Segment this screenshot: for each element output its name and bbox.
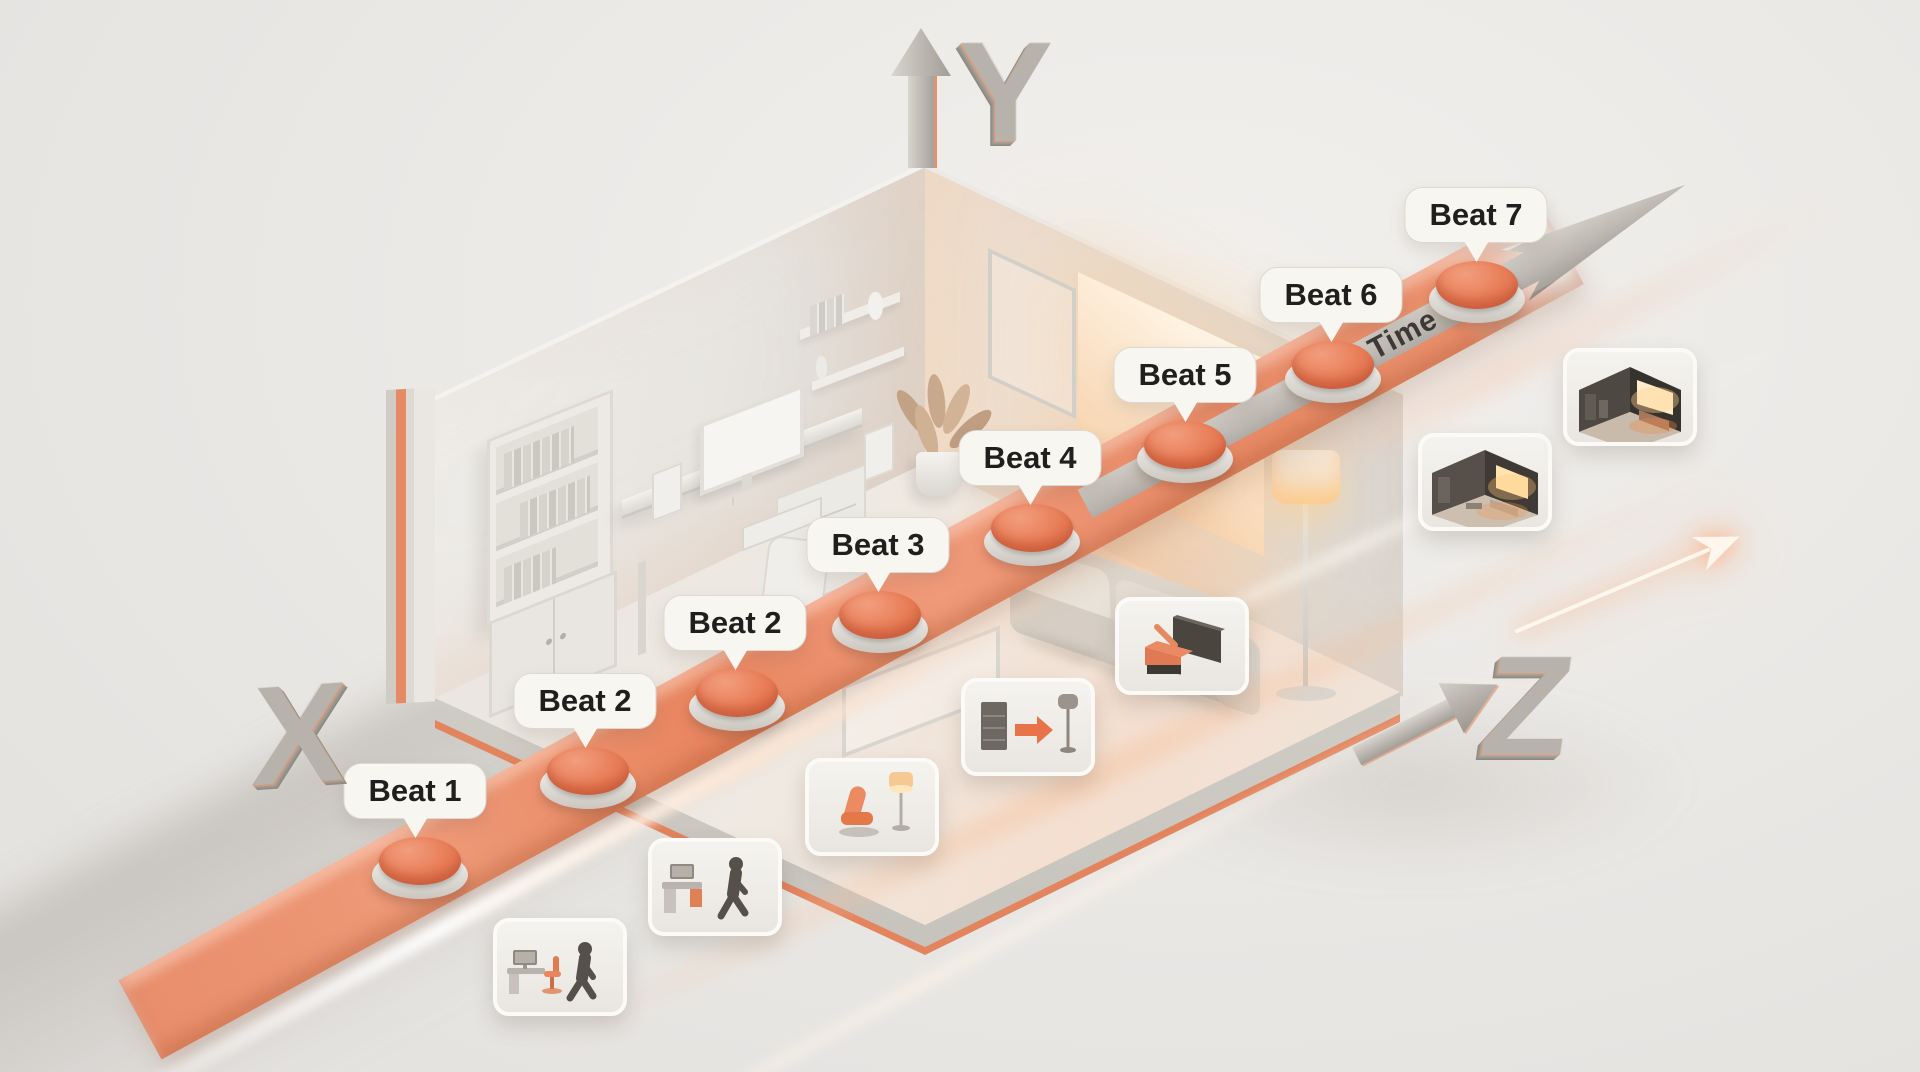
beat-button-3[interactable] [689, 669, 785, 731]
beat-button-cap [1292, 341, 1374, 389]
floor-lamp-pole [1303, 502, 1308, 694]
storyboard-thumb-room-scene[interactable] [1563, 348, 1697, 446]
mini-room-scene-icon [1432, 450, 1538, 527]
beat-button-cap [547, 747, 629, 795]
left-wall-outer-edge [386, 387, 435, 704]
floor-lamp-shade [1272, 450, 1340, 504]
beat-button-cap [379, 837, 461, 885]
beat-label-3[interactable]: Beat 2 [663, 595, 807, 651]
storyboard-thumb-tv-console[interactable] [1115, 597, 1249, 695]
y-axis-arrowhead [891, 28, 951, 76]
storyboard-thumb-room-scene[interactable] [1418, 433, 1552, 531]
storyboard-thumb-desk-person[interactable] [493, 918, 627, 1016]
beat-label-8[interactable]: Beat 7 [1404, 187, 1548, 243]
beat-button-cap [1436, 261, 1518, 309]
beat-button-5[interactable] [984, 504, 1080, 566]
desk-leg [638, 560, 646, 656]
plant-pot [916, 452, 962, 496]
beat-button-cap [696, 669, 778, 717]
tv-console-icon [1145, 615, 1225, 675]
beat-button-cap [991, 504, 1073, 552]
beat-button-4[interactable] [832, 591, 928, 653]
bookshelf-arrow-lamp-icon [981, 694, 1078, 753]
beat-button-cap [1144, 421, 1226, 469]
storyboard-thumb-armchair-lamp[interactable] [805, 758, 939, 856]
floor-lamp-base [1276, 686, 1336, 701]
storyboard-thumb-shelf-arrow-lamp[interactable] [961, 678, 1095, 776]
beat-label-6[interactable]: Beat 5 [1113, 347, 1257, 403]
beat-label-1[interactable]: Beat 1 [343, 763, 487, 819]
books [504, 547, 556, 605]
y-axis-arrow [908, 74, 937, 168]
beat-button-2[interactable] [540, 747, 636, 809]
storyboard-thumb-desk-person[interactable] [648, 838, 782, 936]
beat-button-8[interactable] [1429, 261, 1525, 323]
beat-label-2[interactable]: Beat 2 [513, 673, 657, 729]
x-axis-label: X [249, 651, 349, 816]
beat-button-1[interactable] [372, 837, 468, 899]
y-axis-label: Y [958, 13, 1053, 172]
beat-button-7[interactable] [1285, 341, 1381, 403]
shelf-vase [868, 292, 883, 320]
desk-person-walking-icon [662, 857, 749, 920]
beat-label-5[interactable]: Beat 4 [958, 430, 1102, 486]
mini-room-scene-icon [1579, 367, 1681, 442]
glow-arrow-line [1514, 547, 1711, 634]
beat-button-6[interactable] [1137, 421, 1233, 483]
glow-arrowhead [1692, 520, 1747, 570]
beat-label-7[interactable]: Beat 6 [1259, 267, 1403, 323]
beat-button-cap [839, 591, 921, 639]
beat-label-4[interactable]: Beat 3 [806, 517, 950, 573]
armchair-floor-lamp-icon [839, 772, 913, 837]
desk-person-walking-icon [507, 942, 597, 1002]
